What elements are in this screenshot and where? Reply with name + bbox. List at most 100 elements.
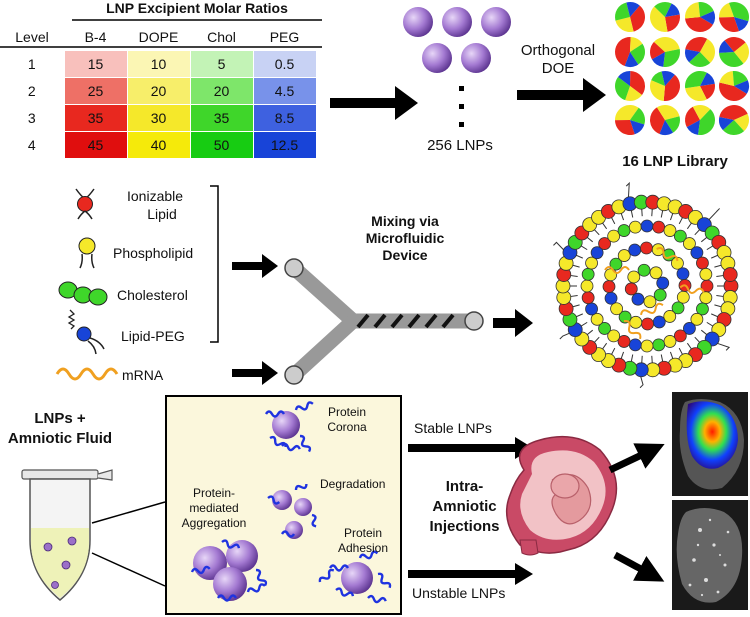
library-pie [719,105,750,135]
table-cell: 40 [126,131,191,159]
protein-strand [367,594,387,604]
lipid-peg-icon [67,309,105,355]
arrow-device-to-lnp [493,309,533,337]
protein-strand [377,572,392,589]
header-level: Level [15,29,49,46]
header-dope: DOPE [138,29,179,45]
pie-slice [625,86,642,102]
lipid-head [610,302,623,316]
library-pie [615,71,646,102]
pie-slice [698,1,714,17]
cholesterol-icon [58,281,108,306]
pie-slice [734,42,749,64]
table-cell: 30 [126,104,191,132]
pie-slice [656,104,680,120]
mixing-label-line3: Device [382,247,428,263]
adhesion-label-line2: Adhesion [337,541,389,555]
lipid-head [627,270,641,284]
library-pie [614,37,645,67]
doe-label-line2: DOE [541,60,575,77]
header-b4: B-4 [84,29,107,45]
pie-slice [615,76,630,101]
lipid-head [585,302,598,316]
pie-slice [719,71,734,86]
library-pie [719,37,749,67]
lipid-head [640,241,653,255]
table-cell: 35 [63,104,128,132]
lipid-head [629,315,643,329]
ivis-image-unstable [672,500,748,610]
peg-chain [708,208,720,220]
lipid-head [624,282,638,296]
pie-slice [661,71,675,86]
lnp-particle [294,498,312,516]
protein-interaction-illustrations [190,401,392,604]
protein-strand [294,401,314,411]
lipid-head [663,335,677,348]
tube-title-line2: Amniotic Fluid [7,430,113,447]
lnp-particle [403,7,433,37]
pie-slice [689,52,711,68]
lipid-head [641,317,654,331]
pie-slice [654,1,672,17]
lipid-head [580,279,594,293]
lipid-head [607,329,621,343]
arrow-doe-to-library [517,78,606,112]
lipid-head [696,256,709,270]
lipid-head [637,263,651,277]
lipid-head [618,310,632,324]
lipid-head [696,302,709,316]
library-label: 16 LNP Library [622,153,728,170]
pie-slice [719,52,744,67]
pie-slice [630,107,645,125]
mixing-label-line1: Mixing via [371,213,439,229]
lipid-head [656,276,670,290]
pie-slice [685,17,713,32]
pie-slice [665,14,680,32]
pie-slice [685,49,700,63]
library-pie [719,71,749,101]
library-pie [685,1,716,32]
mixing-label-line2: Microfluidic [365,230,445,246]
aggregation-label-line3: Aggregation [181,516,247,530]
lipid-head [640,219,654,233]
lipid-head [676,267,690,281]
lnp-particle [272,490,292,510]
lipid-head [604,268,618,282]
pie-slice [734,113,750,132]
lipid-head [663,310,677,323]
lipid-head [640,339,654,353]
protein-strand [299,434,312,453]
table-cell: 50 [189,131,254,159]
lipid-head [649,266,663,280]
mrna-strand [604,266,630,274]
lnp-particle [272,411,300,439]
lipid-head [602,280,616,293]
pie-slice [630,120,645,135]
adhesion-label-line1: Protein [343,526,383,540]
ellipsis-dot [459,104,464,109]
library-pie [719,1,750,33]
aggregation-label-line1: Protein- [192,486,236,500]
lnp-structure [553,181,739,389]
peg-chain [553,241,564,251]
arrow-to-unstable-image [613,551,665,582]
lnp-particle [341,562,373,594]
arrow-mrna-in [232,361,278,385]
lnp-library-pies [614,1,750,136]
table-row: 3 35 30 35 8.5 [0,104,317,132]
peg-chain [717,342,731,351]
table-header-row: Level B-4 DOPE Chol PEG [0,24,316,51]
pie-slice [626,2,640,18]
zoom-line-bottom [91,552,166,587]
component-label-lipid-peg: Lipid-PEG [121,328,185,344]
pie-slice [722,120,745,135]
protein-strand [280,530,296,538]
row-level: 2 [27,83,36,99]
pie-slice [651,71,665,86]
mrna-strand [679,284,705,294]
lnp-particle [461,43,491,73]
lipid-bracket [210,185,219,343]
table-row: 2 25 20 20 4.5 [0,77,317,105]
protein-strand [328,564,350,572]
